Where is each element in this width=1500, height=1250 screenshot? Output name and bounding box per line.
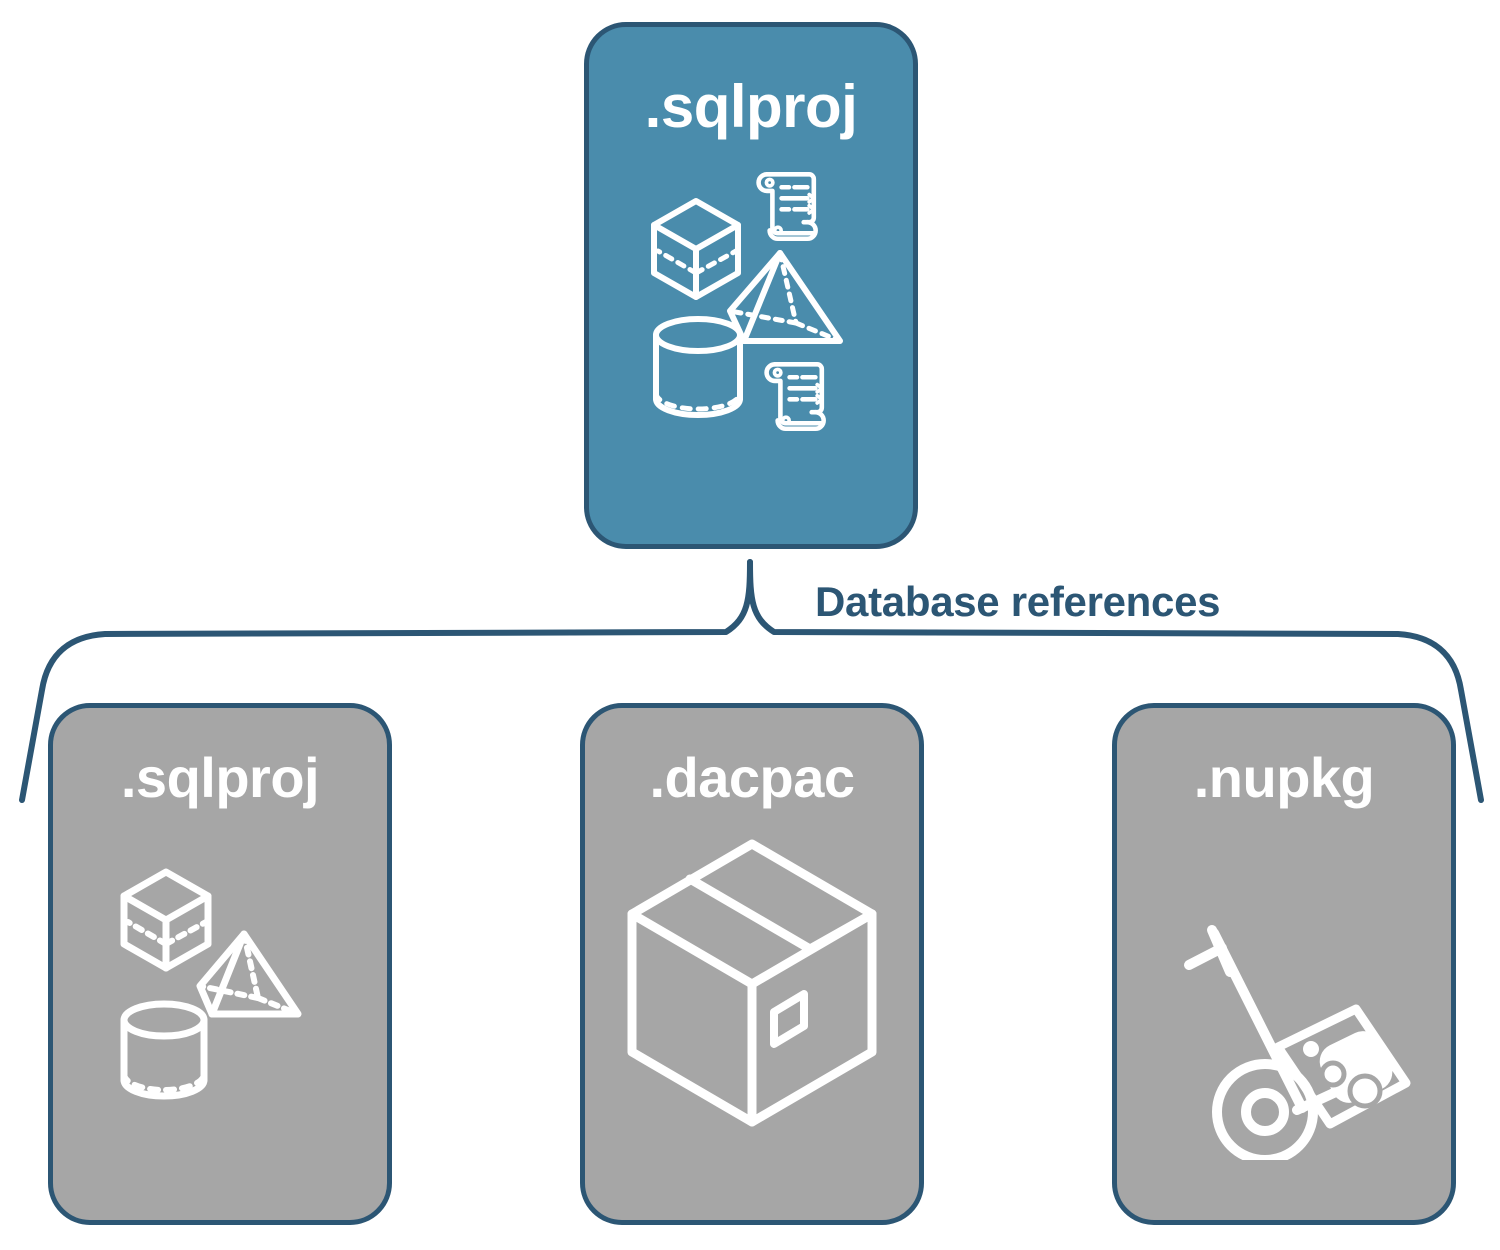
cylinder-icon — [120, 1000, 208, 1100]
node-root-sqlproj[interactable]: .sqlproj — [584, 22, 918, 549]
nuget-package-icon — [1273, 1004, 1411, 1129]
dacpac-icon-group — [602, 820, 902, 1160]
node-child-nupkg-label: .nupkg — [1193, 746, 1375, 809]
node-root-label: .sqlproj — [644, 73, 858, 140]
node-child-dacpac-label: .dacpac — [649, 746, 855, 809]
cylinder-icon — [653, 316, 743, 418]
connector-label: Database references — [815, 578, 1221, 625]
node-child-sqlproj[interactable]: .sqlproj — [48, 703, 392, 1225]
cube-icon — [120, 868, 212, 972]
pyramid-icon — [196, 930, 302, 1018]
package-box-icon — [627, 839, 877, 1127]
scroll-icon — [756, 172, 818, 242]
node-child-dacpac[interactable]: .dacpac — [580, 703, 924, 1225]
node-child-sqlproj-label: .sqlproj — [120, 746, 320, 809]
cube-icon — [651, 198, 741, 300]
scroll-icon — [764, 362, 826, 432]
node-child-nupkg[interactable]: .nupkg — [1112, 703, 1456, 1225]
pyramid-icon — [727, 250, 843, 344]
nupkg-icon-group — [1134, 820, 1434, 1160]
root-icon-group — [636, 161, 866, 441]
sqlproj-icon-group — [70, 820, 370, 1160]
